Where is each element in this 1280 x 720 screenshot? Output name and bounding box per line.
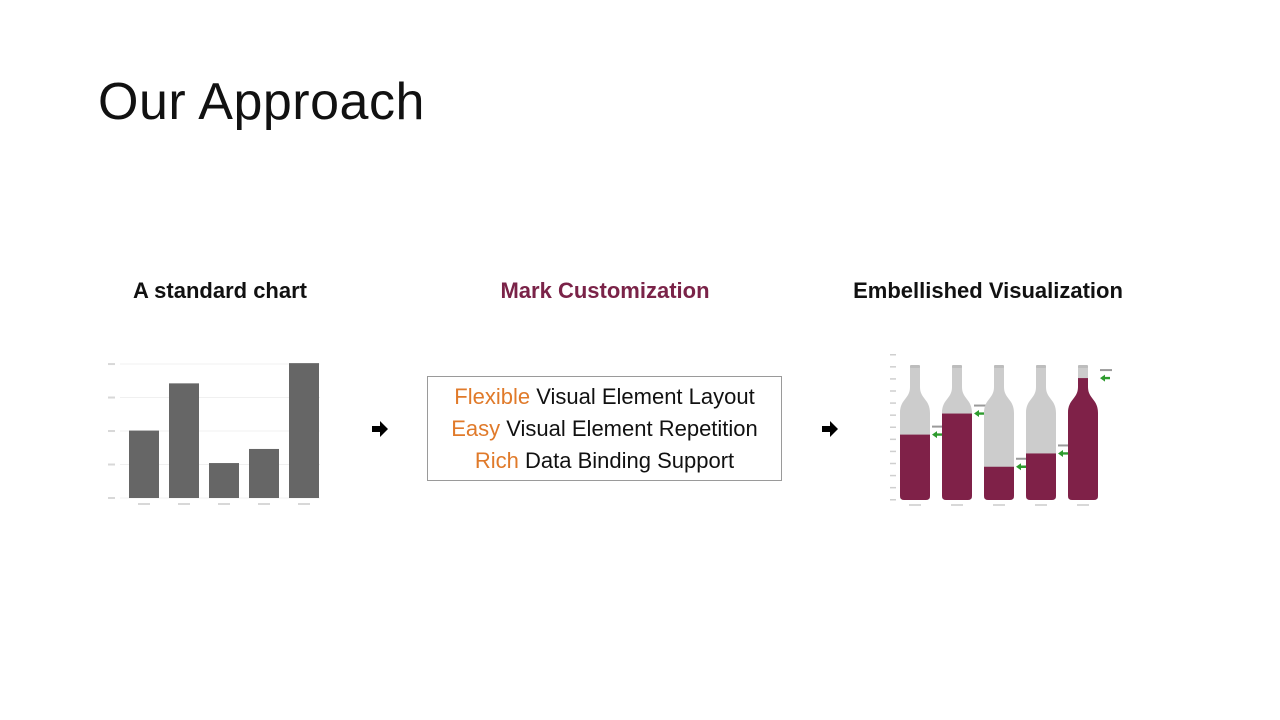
value-label (1100, 369, 1112, 372)
x-tick-label (298, 503, 310, 505)
standard-bar-chart (108, 363, 320, 505)
x-tick-label (909, 504, 921, 506)
right-arrow-icon (822, 421, 838, 437)
y-tick-label (108, 430, 115, 433)
value-arrow-marker (1100, 374, 1110, 382)
x-tick-label (1035, 504, 1047, 506)
feature-rich: Rich Data Binding Support (475, 447, 734, 475)
bottle-cap (910, 365, 920, 368)
embellished-visualization-title: Embellished Visualization (853, 278, 1123, 303)
x-tick-label (138, 503, 150, 505)
bar (129, 430, 159, 498)
bar (169, 383, 199, 498)
slide-title: Our Approach (98, 73, 425, 131)
wine-fill (1068, 378, 1098, 500)
value-arrow-marker (1058, 449, 1068, 457)
x-tick-label (1077, 504, 1089, 506)
mark-customization-title: Mark Customization (500, 278, 710, 303)
x-tick-label (178, 503, 190, 505)
bottle-cap (994, 365, 1004, 368)
y-tick-label (108, 497, 115, 499)
feature-text: Data Binding Support (518, 447, 735, 473)
x-tick-label (218, 503, 230, 505)
y-tick-label (890, 354, 896, 356)
bottle-cap (952, 365, 962, 368)
y-tick-label (108, 363, 115, 366)
value-label (1058, 444, 1070, 447)
y-tick-label (890, 378, 896, 380)
y-tick-label (108, 463, 115, 466)
y-tick-label (890, 450, 896, 453)
wine-bottle-chart (890, 354, 1112, 506)
feature-flexible: Flexible Visual Element Layout (454, 383, 754, 411)
feature-list-box: Flexible Visual Element Layout Easy Visu… (427, 376, 782, 481)
y-tick-label (890, 499, 896, 501)
feature-keyword: Flexible (454, 383, 531, 409)
value-arrow-marker (1016, 463, 1026, 471)
wine-fill (900, 434, 930, 500)
feature-keyword: Rich (474, 447, 519, 473)
bar (209, 463, 239, 498)
x-tick-label (993, 504, 1005, 506)
bar (249, 448, 279, 498)
y-tick-label (890, 438, 896, 441)
value-arrow-marker (932, 431, 942, 439)
bottle-cap (1078, 365, 1088, 368)
y-tick-label (890, 486, 896, 489)
value-label (932, 425, 944, 428)
y-tick-label (108, 396, 115, 399)
wine-fill (984, 466, 1014, 500)
wine-fill (1026, 453, 1056, 500)
y-tick-label (890, 402, 896, 404)
x-tick-label (258, 503, 270, 505)
y-tick-label (890, 474, 896, 477)
y-tick-label (890, 414, 896, 416)
feature-easy: Easy Visual Element Repetition (451, 415, 758, 443)
standard-chart-title: A standard chart (132, 278, 307, 303)
y-tick-label (890, 426, 896, 428)
y-tick-label (890, 366, 896, 368)
y-tick-label (890, 390, 896, 392)
feature-keyword: Easy (451, 415, 501, 441)
right-arrow-icon (372, 421, 388, 437)
value-label (974, 404, 986, 407)
x-tick-label (951, 504, 963, 506)
value-label (1016, 457, 1028, 460)
value-arrow-marker (974, 410, 984, 418)
feature-text: Visual Element Layout (530, 383, 755, 409)
bar (289, 363, 319, 498)
feature-text: Visual Element Repetition (500, 415, 758, 441)
bottle-cap (1036, 365, 1046, 368)
y-tick-label (890, 462, 896, 465)
wine-fill (942, 413, 972, 500)
